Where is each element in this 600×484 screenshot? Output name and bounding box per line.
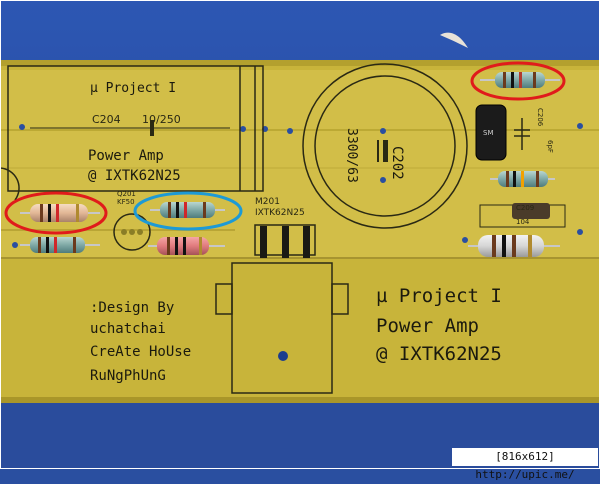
rungphung: RuNgPhUnG	[90, 368, 166, 384]
design-by: :Design By	[90, 300, 174, 316]
resistor-left-blue	[20, 237, 100, 253]
c206-value: 6pF	[546, 140, 554, 153]
q201-label: Q201	[117, 190, 136, 198]
c202-value: 3300/63	[344, 128, 359, 183]
c202-label: C202	[389, 146, 405, 180]
q201-outline	[113, 213, 151, 251]
pcb-photo: SM	[0, 0, 600, 469]
resistor-center-blue	[150, 202, 225, 218]
resistor-top-right	[480, 72, 560, 88]
c204-label: C204	[92, 113, 121, 126]
m201-part: IXTK62N25	[255, 208, 305, 218]
c204-outline	[7, 65, 264, 192]
svg-text:SM: SM	[483, 129, 493, 137]
c209-value: 104	[516, 218, 530, 226]
ixtk-top: @ IXTK62N25	[88, 168, 181, 184]
red-highlight-left	[4, 191, 108, 235]
m201-outline	[215, 224, 349, 394]
blue-highlight-center	[133, 191, 243, 231]
resistor-white-right	[468, 235, 560, 257]
title-big: µ Project I	[376, 285, 502, 307]
c209-label: C209	[516, 204, 534, 212]
ixtk-big: @ IXTK62N25	[376, 343, 502, 365]
resistor-center-pink	[148, 237, 225, 255]
q201-part: KF50	[117, 198, 135, 206]
c206-label: C206	[536, 108, 544, 127]
author: uchatchai	[90, 321, 166, 337]
c204-value: 10/250	[142, 113, 181, 126]
c202-outline	[302, 63, 468, 229]
resistor-right-mid	[490, 171, 555, 187]
create-house: CreAte HoUse	[90, 344, 191, 360]
resistor-left-tan	[20, 204, 100, 222]
red-highlight-top-right	[470, 61, 566, 101]
m201-label: M201	[255, 197, 280, 207]
power-amp-top: Power Amp	[88, 148, 164, 164]
title-top: µ Project I	[90, 81, 176, 96]
image-caption: [816x612] http://upic.me/	[452, 448, 598, 481]
power-amp-big: Power Amp	[376, 315, 479, 337]
